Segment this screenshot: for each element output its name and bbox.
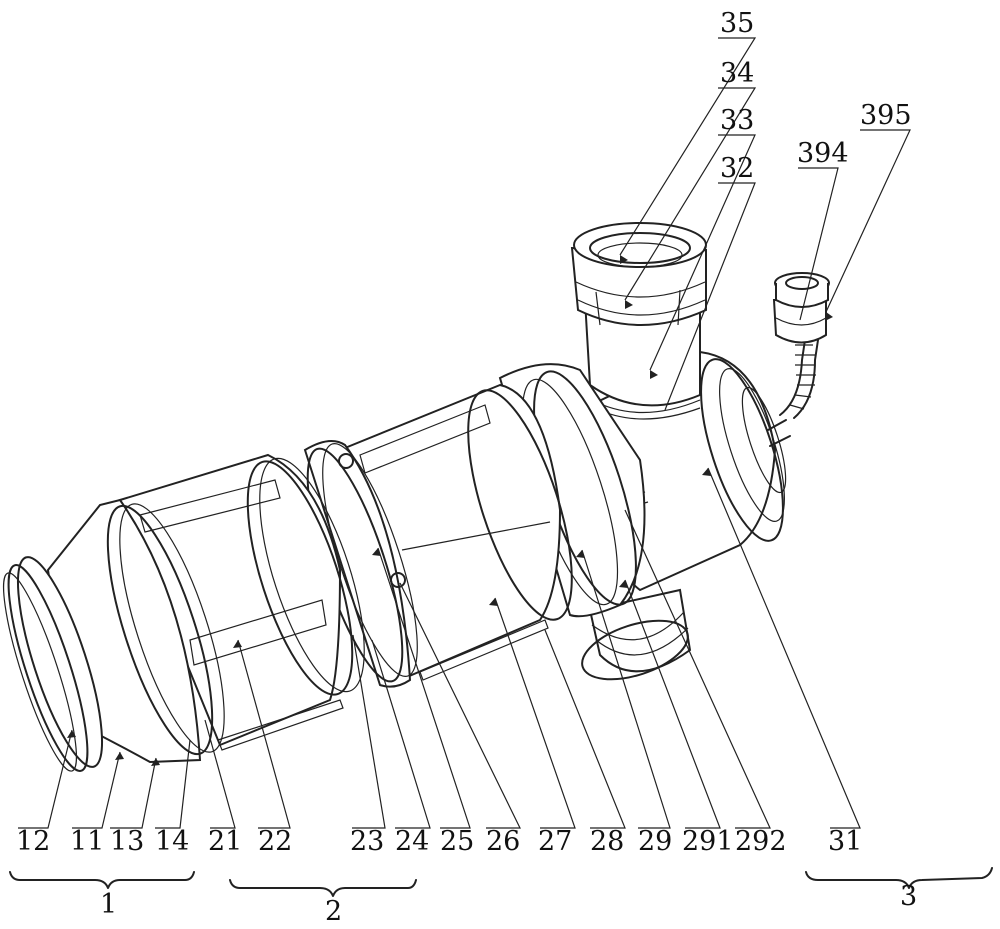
hose-fitting bbox=[774, 273, 829, 418]
group-label-2: 2 bbox=[325, 896, 342, 927]
label-32: 32 bbox=[720, 153, 754, 184]
label-24: 24 bbox=[395, 826, 429, 857]
label-395: 395 bbox=[860, 100, 912, 131]
label-31: 31 bbox=[828, 826, 862, 857]
group-label-3: 3 bbox=[900, 881, 917, 912]
label-34: 34 bbox=[720, 58, 754, 89]
label-22: 22 bbox=[258, 826, 292, 857]
group-brackets bbox=[10, 868, 992, 896]
group-label-1: 1 bbox=[100, 889, 117, 920]
label-23: 23 bbox=[350, 826, 384, 857]
label-25: 25 bbox=[440, 826, 474, 857]
label-14: 14 bbox=[155, 826, 189, 857]
label-21: 21 bbox=[208, 826, 242, 857]
label-291: 291 bbox=[682, 826, 734, 857]
label-28: 28 bbox=[590, 826, 624, 857]
label-33: 33 bbox=[720, 105, 754, 136]
label-35: 35 bbox=[720, 8, 754, 39]
label-13: 13 bbox=[110, 826, 144, 857]
label-29: 29 bbox=[638, 826, 672, 857]
label-12: 12 bbox=[16, 826, 50, 857]
label-11: 11 bbox=[70, 826, 104, 857]
label-26: 26 bbox=[486, 826, 520, 857]
label-394: 394 bbox=[797, 138, 849, 169]
label-27: 27 bbox=[538, 826, 572, 857]
label-292: 292 bbox=[735, 826, 787, 857]
